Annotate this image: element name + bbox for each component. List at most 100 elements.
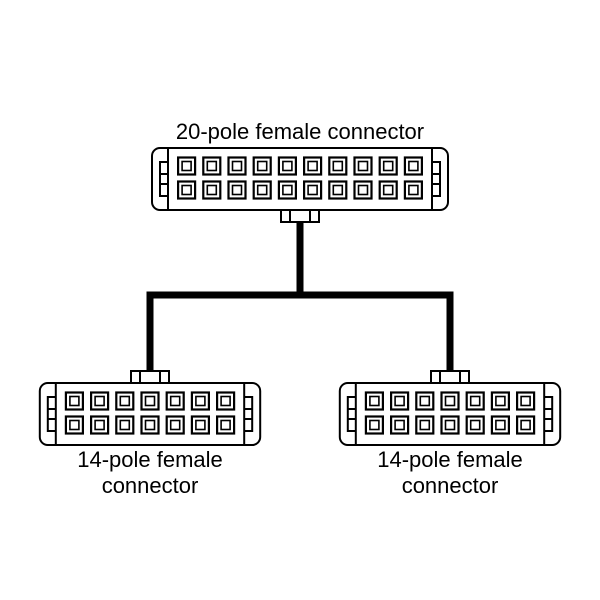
label-14-pole-right-line2: connector	[402, 473, 499, 498]
pin-socket	[216, 391, 236, 411]
pin-contact	[307, 160, 318, 172]
pin-contact	[408, 184, 419, 196]
pin-contact	[220, 419, 231, 431]
side-guide-right	[244, 396, 254, 432]
connector-20-pole	[151, 147, 449, 223]
pin-socket	[227, 180, 247, 200]
pin-socket	[277, 156, 297, 176]
pin-socket	[277, 180, 297, 200]
pin-contact	[119, 419, 131, 431]
pin-contact	[195, 395, 206, 407]
side-guide-left	[346, 396, 356, 432]
pin-contact	[282, 160, 293, 172]
pin-contact	[144, 419, 156, 431]
cable	[146, 222, 454, 372]
pin-contact	[94, 395, 105, 407]
latch-tab-right	[309, 209, 320, 223]
pin-contact	[357, 184, 369, 196]
label-14-pole-left-line1: 14-pole female	[77, 447, 223, 472]
pin-socket	[415, 415, 435, 435]
pin-contact	[419, 395, 431, 407]
pin-contact	[382, 160, 394, 172]
side-guide-left	[159, 161, 168, 197]
pin-contact	[382, 184, 394, 196]
pin-contact	[69, 419, 80, 431]
latch-tab-left	[280, 209, 291, 223]
pin-contact	[282, 184, 293, 196]
pin-contact	[444, 395, 456, 407]
side-guide-right	[432, 161, 441, 197]
pin-contact	[144, 395, 156, 407]
pin-socket	[390, 415, 410, 435]
pin-socket	[177, 156, 197, 176]
pin-contact	[469, 419, 481, 431]
connector-14-pole-right	[338, 370, 562, 446]
latch-tab-left	[130, 370, 141, 384]
pin-contact	[408, 160, 419, 172]
pin-socket	[403, 156, 423, 176]
pin-socket	[415, 391, 435, 411]
pin-contact	[206, 184, 218, 196]
pin-contact	[181, 184, 192, 196]
pin-socket	[440, 391, 460, 411]
pin-contact	[181, 160, 192, 172]
pin-socket	[390, 391, 410, 411]
pin-contact	[94, 419, 105, 431]
label-14-pole-right-line1: 14-pole female	[377, 447, 523, 472]
pin-socket	[378, 156, 398, 176]
pin-contact	[444, 419, 456, 431]
latch-tab-left	[430, 370, 441, 384]
pin-socket	[378, 180, 398, 200]
body-inner-lines	[167, 148, 433, 210]
pin-contact	[520, 395, 531, 407]
pin-contact	[256, 160, 268, 172]
pin-contact	[520, 419, 531, 431]
pin-contact	[69, 395, 80, 407]
pin-contact	[394, 395, 405, 407]
pin-contact	[394, 419, 405, 431]
pin-contact	[469, 395, 481, 407]
pin-socket	[190, 415, 210, 435]
body-inner-lines	[54, 383, 246, 445]
pin-socket	[328, 180, 348, 200]
pin-socket	[364, 415, 384, 435]
pin-contact	[495, 419, 506, 431]
pin-socket	[465, 415, 485, 435]
pin-socket	[252, 180, 272, 200]
pin-socket	[490, 415, 510, 435]
body-inner-lines	[354, 383, 546, 445]
pin-socket	[303, 156, 323, 176]
pin-contact	[169, 419, 181, 431]
pin-socket	[140, 415, 160, 435]
pin-socket	[353, 156, 373, 176]
latch-tab-right	[459, 370, 470, 384]
pin-socket	[490, 391, 510, 411]
pin-contact	[169, 395, 181, 407]
pin-socket	[227, 156, 247, 176]
pin-socket	[364, 391, 384, 411]
pin-contact	[357, 160, 369, 172]
pin-socket	[165, 391, 185, 411]
pin-socket	[202, 156, 222, 176]
pin-contact	[206, 160, 218, 172]
pin-socket	[303, 180, 323, 200]
pin-contact	[220, 395, 231, 407]
pin-socket	[252, 156, 272, 176]
pin-socket	[216, 415, 236, 435]
pin-socket	[64, 415, 85, 435]
pin-contact	[231, 160, 243, 172]
side-guide-left	[46, 396, 56, 432]
pin-socket	[115, 391, 135, 411]
connector-body	[151, 147, 449, 211]
pin-socket	[515, 415, 536, 435]
pin-contact	[231, 184, 243, 196]
pin-contact	[307, 184, 318, 196]
pin-contact	[119, 395, 131, 407]
latch-tab-right	[159, 370, 170, 384]
pin-socket	[328, 156, 348, 176]
pin-contact	[332, 184, 344, 196]
pin-contact	[256, 184, 268, 196]
pin-contact	[369, 419, 380, 431]
label-20-pole: 20-pole female connector	[176, 119, 424, 144]
